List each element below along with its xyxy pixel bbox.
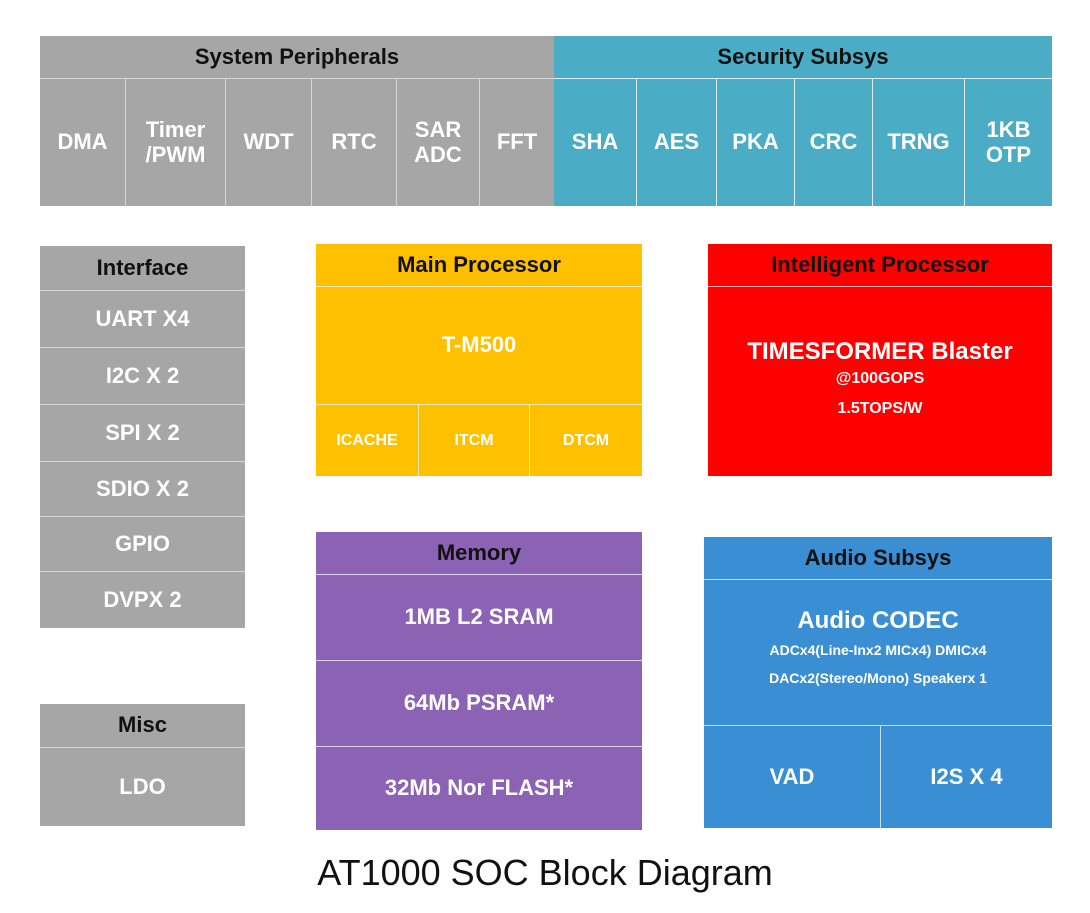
interface-gpio: GPIO [40, 516, 245, 571]
misc-ldo: LDO [40, 747, 245, 826]
intelligent-processor-body: TIMESFORMER Blaster @100GOPS 1.5TOPS/W [708, 286, 1052, 476]
security-subsys-title: Security Subsys [717, 43, 889, 69]
main-processor-core: T-M500 [316, 286, 642, 404]
security-otp: 1KB OTP [964, 78, 1052, 206]
memory-title: Memory [436, 539, 522, 565]
main-processor-title: Main Processor [397, 251, 561, 277]
audio-subsys-title: Audio Subsys [804, 544, 952, 570]
peripheral-fft: FFT [479, 78, 554, 206]
audio-vad: VAD [704, 725, 880, 828]
peripheral-dma: DMA [40, 78, 125, 206]
peripheral-sar-adc: SAR ADC [396, 78, 479, 206]
security-aes: AES [636, 78, 716, 206]
audio-codec-dac: DACx2(Stereo/Mono) Speakerx 1 [769, 669, 987, 686]
audio-i2s: I2S X 4 [880, 725, 1052, 828]
system-peripherals-title: System Peripherals [194, 43, 400, 69]
interface-spi: SPI X 2 [40, 404, 245, 461]
misc-block: Misc LDO [40, 704, 245, 826]
intelligent-processor-block: Intelligent Processor TIMESFORMER Blaste… [708, 244, 1052, 476]
system-peripherals-block: System Peripherals DMA Timer /PWM WDT RT… [40, 36, 554, 206]
interface-title: Interface [96, 254, 189, 280]
memory-psram: 64Mb PSRAM* [316, 660, 642, 746]
audio-subsys-block: Audio Subsys Audio CODEC ADCx4(Line-Inx2… [704, 537, 1052, 828]
audio-codec-adc: ADCx4(Line-Inx2 MICx4) DMICx4 [769, 641, 987, 658]
peripheral-rtc: RTC [311, 78, 396, 206]
security-pka: PKA [716, 78, 794, 206]
interface-uart: UART X4 [40, 290, 245, 347]
interface-dvp: DVPX 2 [40, 571, 245, 628]
audio-codec-title: Audio CODEC [797, 607, 959, 634]
memory-block: Memory 1MB L2 SRAM 64Mb PSRAM* 32Mb Nor … [316, 532, 642, 830]
peripheral-wdt: WDT [225, 78, 311, 206]
misc-title: Misc [118, 712, 167, 738]
peripheral-timer-pwm: Timer /PWM [125, 78, 225, 206]
main-processor-dtcm: DTCM [529, 404, 642, 476]
interface-sdio: SDIO X 2 [40, 461, 245, 516]
security-sha: SHA [554, 78, 636, 206]
security-crc: CRC [794, 78, 872, 206]
intelligent-processor-efficiency: 1.5TOPS/W [837, 399, 923, 417]
intelligent-processor-ops: @100GOPS [835, 369, 925, 387]
interface-block: Interface UART X4 I2C X 2 SPI X 2 SDIO X… [40, 246, 245, 628]
diagram-caption: AT1000 SOC Block Diagram [317, 852, 773, 893]
intelligent-processor-title: Intelligent Processor [771, 251, 989, 277]
interface-i2c: I2C X 2 [40, 347, 245, 404]
main-processor-itcm: ITCM [418, 404, 529, 476]
main-processor-block: Main Processor T-M500 ICACHE ITCM DTCM [316, 244, 642, 476]
memory-sram: 1MB L2 SRAM [316, 574, 642, 660]
memory-flash: 32Mb Nor FLASH* [316, 746, 642, 830]
intelligent-processor-name: TIMESFORMER Blaster [747, 338, 1013, 365]
security-trng: TRNG [872, 78, 964, 206]
security-subsys-block: Security Subsys SHA AES PKA CRC TRNG 1KB… [554, 36, 1052, 206]
main-processor-icache: ICACHE [316, 404, 418, 476]
audio-codec-body: Audio CODEC ADCx4(Line-Inx2 MICx4) DMICx… [704, 579, 1052, 725]
